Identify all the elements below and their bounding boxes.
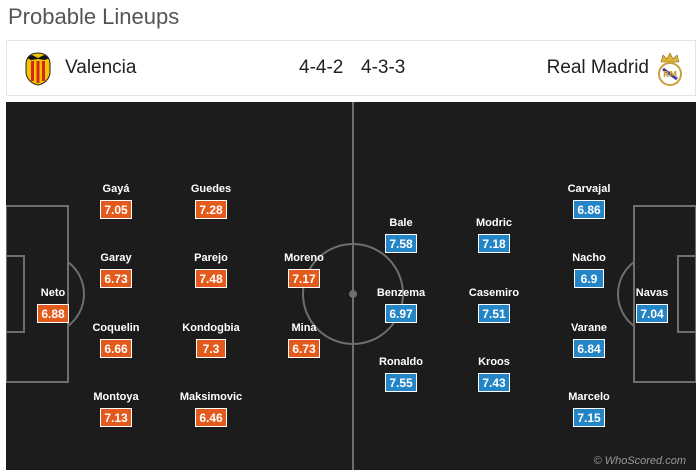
player-name: Kroos [478, 356, 510, 368]
player-modric[interactable]: Modric 7.18 [459, 216, 529, 253]
player-rating: 7.55 [385, 373, 417, 392]
player-name: Benzema [376, 287, 426, 299]
player-name: Nacho [572, 252, 606, 264]
player-name: Coquelin [92, 322, 140, 334]
player-name: Modric [475, 217, 513, 229]
player-gaya[interactable]: Gayá 7.05 [81, 182, 151, 219]
player-rating: 6.73 [100, 269, 132, 288]
player-rating: 6.97 [385, 304, 417, 323]
player-name: Neto [40, 287, 66, 299]
player-neto[interactable]: Neto 6.88 [18, 286, 88, 323]
player-benzema[interactable]: Benzema 6.97 [366, 286, 436, 323]
player-ronaldo[interactable]: Ronaldo 7.55 [366, 355, 436, 392]
player-varane[interactable]: Varane 6.84 [554, 321, 624, 358]
player-kondogbia[interactable]: Kondogbia 7.3 [176, 321, 246, 358]
player-rating: 7.17 [288, 269, 320, 288]
page-title: Probable Lineups [8, 4, 180, 29]
player-rating: 7.51 [478, 304, 510, 323]
player-name: Moreno [284, 252, 324, 264]
player-rating: 7.18 [478, 234, 510, 253]
home-formation: 4-4-2 [299, 57, 344, 78]
player-navas[interactable]: Navas 7.04 [617, 286, 687, 323]
player-name: Kondogbia [182, 322, 240, 334]
player-rating: 6.86 [573, 200, 605, 219]
player-rating: 6.88 [37, 304, 69, 323]
pitch: Neto 6.88 Gayá 7.05 Garay 6.73 Coquelin … [6, 102, 696, 470]
player-garay[interactable]: Garay 6.73 [81, 251, 151, 288]
player-name: Navas [635, 287, 669, 299]
player-name: Carvajal [567, 183, 611, 195]
player-rating: 7.3 [196, 339, 226, 358]
player-name: Mina [291, 322, 317, 334]
real-madrid-crest-icon: RM [658, 52, 682, 86]
home-team-name[interactable]: Valencia [65, 57, 137, 78]
player-nacho[interactable]: Nacho 6.9 [554, 251, 624, 288]
player-mina[interactable]: Mina 6.73 [269, 321, 339, 358]
player-rating: 6.84 [573, 339, 605, 358]
player-name: Varane [570, 322, 608, 334]
player-kroos[interactable]: Kroos 7.43 [459, 355, 529, 392]
player-moreno[interactable]: Moreno 7.17 [269, 251, 339, 288]
svg-text:RM: RM [663, 70, 677, 79]
player-name: Montoya [93, 391, 139, 403]
player-marcelo[interactable]: Marcelo 7.15 [554, 390, 624, 427]
player-name: Guedes [190, 183, 232, 195]
match-header: Valencia 4-4-2 4-3-3 Real Madrid RM [6, 40, 696, 96]
player-carvajal[interactable]: Carvajal 6.86 [554, 182, 624, 219]
player-name: Garay [100, 252, 132, 264]
player-casemiro[interactable]: Casemiro 7.51 [459, 286, 529, 323]
player-rating: 7.58 [385, 234, 417, 253]
player-name: Gayá [102, 183, 130, 195]
pitch-markings [6, 102, 696, 470]
player-rating: 6.9 [574, 269, 604, 288]
player-rating: 7.43 [478, 373, 510, 392]
player-rating: 7.28 [195, 200, 227, 219]
player-rating: 7.48 [195, 269, 227, 288]
player-rating: 7.05 [100, 200, 132, 219]
player-rating: 6.66 [100, 339, 132, 358]
player-guedes[interactable]: Guedes 7.28 [176, 182, 246, 219]
player-rating: 7.04 [636, 304, 668, 323]
player-name: Marcelo [568, 391, 610, 403]
player-name: Casemiro [468, 287, 520, 299]
whoscored-watermark: © WhoScored.com [593, 455, 686, 467]
player-rating: 7.15 [573, 408, 605, 427]
player-parejo[interactable]: Parejo 7.48 [176, 251, 246, 288]
player-rating: 7.13 [100, 408, 132, 427]
player-name: Parejo [194, 252, 228, 264]
player-montoya[interactable]: Montoya 7.13 [81, 390, 151, 427]
player-rating: 6.73 [288, 339, 320, 358]
away-team-name[interactable]: Real Madrid [546, 57, 649, 78]
player-name: Maksimovic [179, 391, 243, 403]
valencia-crest-icon [25, 52, 51, 86]
player-coquelin[interactable]: Coquelin 6.66 [81, 321, 151, 358]
player-rating: 6.46 [195, 408, 227, 427]
player-bale[interactable]: Bale 7.58 [366, 216, 436, 253]
player-name: Ronaldo [379, 356, 423, 368]
player-maksimovic[interactable]: Maksimovic 6.46 [176, 390, 246, 427]
away-formation: 4-3-3 [361, 57, 406, 78]
player-name: Bale [389, 217, 413, 229]
